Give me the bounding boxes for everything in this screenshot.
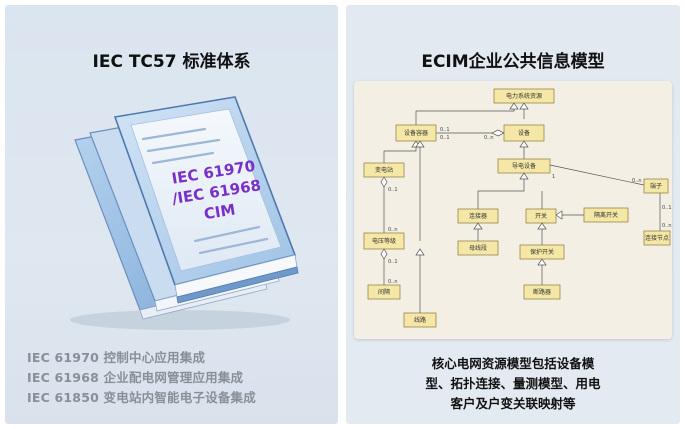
class-conducting-equipment: 导电设备: [497, 158, 551, 174]
svg-text:断路器: 断路器: [533, 288, 551, 296]
description-line-2: 型、拓扑连接、量测模型、用电: [425, 376, 601, 391]
svg-text:间隔: 间隔: [378, 288, 390, 296]
standard-iec61850: IEC 61850 变电站内智能电子设备集成: [27, 390, 256, 405]
class-connector: 连接器: [457, 208, 499, 224]
description-line-3: 客户及户变关联映射等: [450, 396, 576, 411]
svg-text:0..1: 0..1: [440, 135, 450, 141]
left-panel-title: IEC TC57 标准体系: [92, 52, 251, 72]
class-equipment: 设备: [503, 124, 545, 142]
right-panel: ECIM企业公共信息模型: [346, 5, 680, 424]
uml-classes: 电力系统资源 设备容器 设备 变电站 导电设备 端子: [363, 88, 671, 328]
svg-text:设备容器: 设备容器: [404, 129, 428, 137]
svg-text:0..1: 0..1: [662, 205, 672, 211]
uml-aggregation-diamonds: [380, 129, 505, 260]
class-protected-switch: 保护开关: [519, 244, 565, 260]
uml-multiplicities: 0..1 0..1 0..n 0..1 0..n 0..1 0..n 1 0..…: [388, 127, 672, 285]
standard-iec61970: IEC 61970 控制中心应用集成: [27, 350, 206, 365]
page-lines-icon: [141, 127, 269, 255]
svg-text:设备: 设备: [518, 129, 530, 137]
svg-text:0..n: 0..n: [388, 279, 398, 285]
svg-text:开关: 开关: [535, 212, 547, 220]
svg-text:线路: 线路: [414, 316, 426, 324]
svg-text:连接节点: 连接节点: [645, 234, 669, 242]
svg-text:0..n: 0..n: [632, 178, 642, 184]
book-text-line-3: CIM: [203, 200, 237, 223]
uml-class-diagram: 电力系统资源 设备容器 设备 变电站 导电设备 端子: [354, 81, 672, 339]
svg-text:0..n: 0..n: [484, 135, 494, 141]
svg-text:端子: 端子: [650, 182, 662, 190]
svg-text:导电设备: 导电设备: [512, 162, 536, 170]
class-line: 线路: [403, 312, 437, 328]
svg-text:0..1: 0..1: [440, 127, 450, 133]
description-line-1: 核心电网资源模型包括设备模: [431, 356, 595, 371]
svg-text:连接器: 连接器: [469, 212, 487, 220]
class-switch: 开关: [525, 208, 557, 224]
left-panel: IEC TC57 标准体系: [5, 5, 338, 424]
svg-text:电压等级: 电压等级: [372, 237, 396, 245]
svg-text:变电站: 变电站: [375, 166, 393, 174]
book-illustration: IEC 61970 /IEC 61968 CIM: [70, 96, 299, 330]
class-voltage-level: 电压等级: [363, 232, 405, 250]
uml-inheritance-arrows: [411, 102, 563, 266]
svg-text:0..n: 0..n: [662, 223, 672, 229]
svg-text:0..n: 0..n: [388, 227, 398, 233]
class-disconnector: 隔离开关: [583, 207, 629, 223]
class-bay: 间隔: [367, 284, 401, 300]
class-busbar: 母线段: [457, 240, 499, 256]
standard-iec61968: IEC 61968 企业配电网管理应用集成: [27, 370, 244, 385]
class-breaker: 断路器: [523, 284, 561, 300]
class-power-resource: 电力系统资源: [493, 88, 555, 104]
class-connectivity-node: 连接节点: [643, 230, 671, 246]
svg-text:0..1: 0..1: [388, 259, 398, 265]
svg-text:1: 1: [552, 174, 555, 180]
front-book: [113, 96, 299, 304]
class-equipment-container: 设备容器: [395, 124, 437, 142]
svg-text:保护开关: 保护开关: [530, 248, 554, 256]
svg-text:母线段: 母线段: [469, 244, 487, 252]
right-panel-title: ECIM企业公共信息模型: [421, 52, 605, 72]
svg-text:0..1: 0..1: [388, 187, 398, 193]
svg-text:隔离开关: 隔离开关: [594, 211, 618, 219]
class-substation: 变电站: [363, 162, 405, 178]
class-terminal: 端子: [643, 178, 669, 194]
svg-text:电力系统资源: 电力系统资源: [506, 92, 542, 100]
